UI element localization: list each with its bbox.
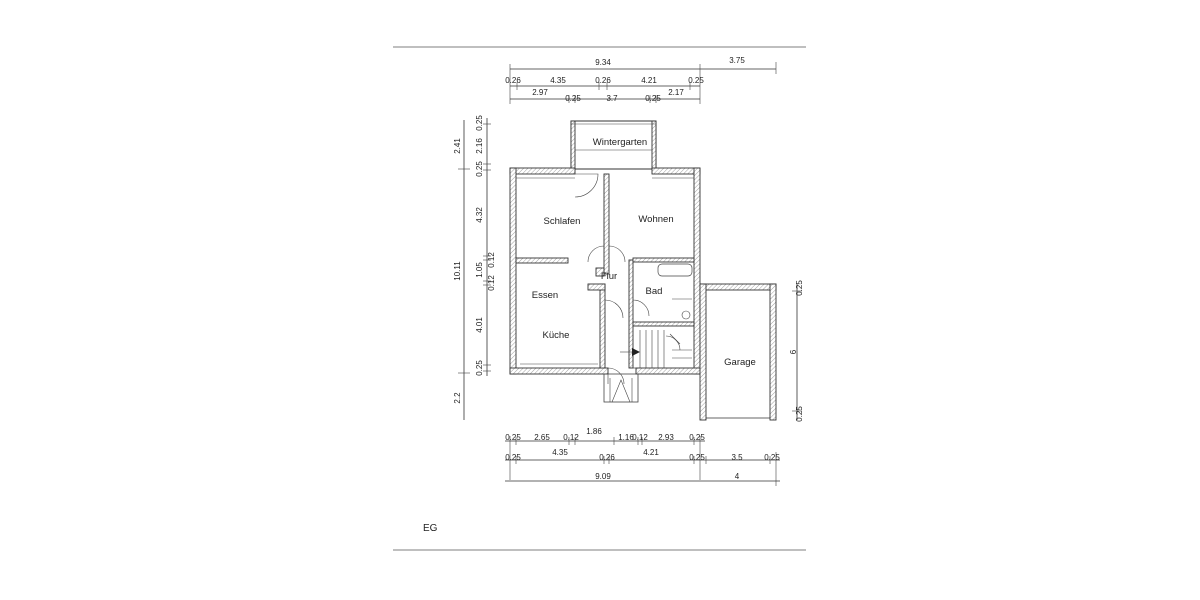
dim-bottom-row2: 0.25 [689, 453, 705, 462]
dimensions-left: 2.41 10.11 2.2 0.25 2.16 0.25 4.32 0.12 … [453, 115, 496, 420]
dim-top-row3: 3.7 [606, 94, 618, 103]
dim-bottom-row3: 9.09 [595, 472, 611, 481]
dim-bottom-row2: 4.21 [643, 448, 659, 457]
dim-bottom-row1: 2.65 [534, 433, 550, 442]
dim-top-row3: 0.25 [645, 94, 661, 103]
staircase [620, 325, 695, 369]
room-label-essen: Essen [532, 290, 558, 301]
dim-left-inner: 2.16 [475, 138, 484, 154]
room-label-wintergarten: Wintergarten [593, 137, 647, 148]
dim-left-inner: 0.25 [475, 360, 484, 376]
house-wall-bottom-left [509, 367, 609, 375]
dim-left-inner: 0.12 [487, 252, 496, 268]
room-labels: Wintergarten Schlafen Wohnen Flur Bad Es… [532, 137, 756, 368]
house-wall-right [693, 167, 701, 375]
dim-top-row3: 2.97 [532, 88, 548, 97]
stair-arrow-icon [632, 348, 640, 356]
dimensions-right: 0.25 6 0.25 [789, 280, 804, 422]
dim-top-row2: 4.21 [641, 76, 657, 85]
room-label-kueche: Küche [543, 330, 570, 341]
dim-top-row2: 4.35 [550, 76, 566, 85]
dim-bottom-row3: 4 [735, 472, 740, 481]
dim-left-inner: 4.32 [475, 207, 484, 223]
building [509, 120, 777, 421]
dim-top-row3: 2.17 [668, 88, 684, 97]
dim-left-outer: 10.11 [453, 261, 462, 281]
dimensions-bottom: 0.25 2.65 0.12 1.86 1.16 0.12 2.93 0.25 … [505, 427, 780, 486]
dim-top-row2: 0.25 [688, 76, 704, 85]
dim-left-inner: 4.01 [475, 317, 484, 333]
dim-bottom-row2: 0.25 [764, 453, 780, 462]
dim-left-outer: 2.41 [453, 138, 462, 154]
dim-bottom-row1: 2.93 [658, 433, 674, 442]
dim-bottom-row1: 0.25 [505, 433, 521, 442]
dim-bottom-row1: 1.16 [618, 433, 634, 442]
dim-bottom-row2: 0.26 [599, 453, 615, 462]
dim-left-inner: 0.25 [475, 161, 484, 177]
dim-right: 6 [789, 349, 798, 354]
dim-bottom-row2: 0.25 [505, 453, 521, 462]
dim-top-row2: 0.26 [595, 76, 611, 85]
dim-top-garage-width: 3.75 [729, 56, 745, 65]
room-label-bad: Bad [646, 286, 663, 297]
dim-top-row2: 0.26 [505, 76, 521, 85]
dim-bottom-row1: 0.12 [563, 433, 579, 442]
dim-right: 0.25 [795, 406, 804, 422]
entrance-steps [603, 373, 639, 403]
dimensions-top: 9.34 3.75 0.26 4.35 0.26 4.21 0.25 2.97 … [505, 56, 777, 104]
dim-bottom-row2: 3.5 [731, 453, 743, 462]
dim-right: 0.25 [795, 280, 804, 296]
house-wall-left [509, 167, 517, 375]
room-label-garage: Garage [724, 357, 756, 368]
house-wall-bottom-right [635, 367, 701, 375]
dim-left-outer: 2.2 [453, 392, 462, 404]
dim-top-row3: 0.25 [565, 94, 581, 103]
room-label-wohnen: Wohnen [638, 214, 673, 225]
bathtub [657, 263, 693, 277]
house-wall-top-left [509, 167, 576, 175]
dim-bottom-row2: 4.35 [552, 448, 568, 457]
room-label-flur: Flur [601, 271, 617, 282]
floor-label: EG [423, 523, 438, 534]
dim-top-overall: 9.34 [595, 58, 611, 67]
room-label-schlafen: Schlafen [544, 216, 581, 227]
dim-left-inner: 0.12 [487, 275, 496, 291]
garage [699, 283, 777, 421]
dim-bottom-row1: 0.25 [689, 433, 705, 442]
house-wall-top-right [651, 167, 701, 175]
dim-bottom-row1: 1.86 [586, 427, 602, 436]
dim-left-inner: 0.25 [475, 115, 484, 131]
dim-left-inner: 1.05 [475, 262, 484, 278]
dim-bottom-row1: 0.12 [632, 433, 648, 442]
